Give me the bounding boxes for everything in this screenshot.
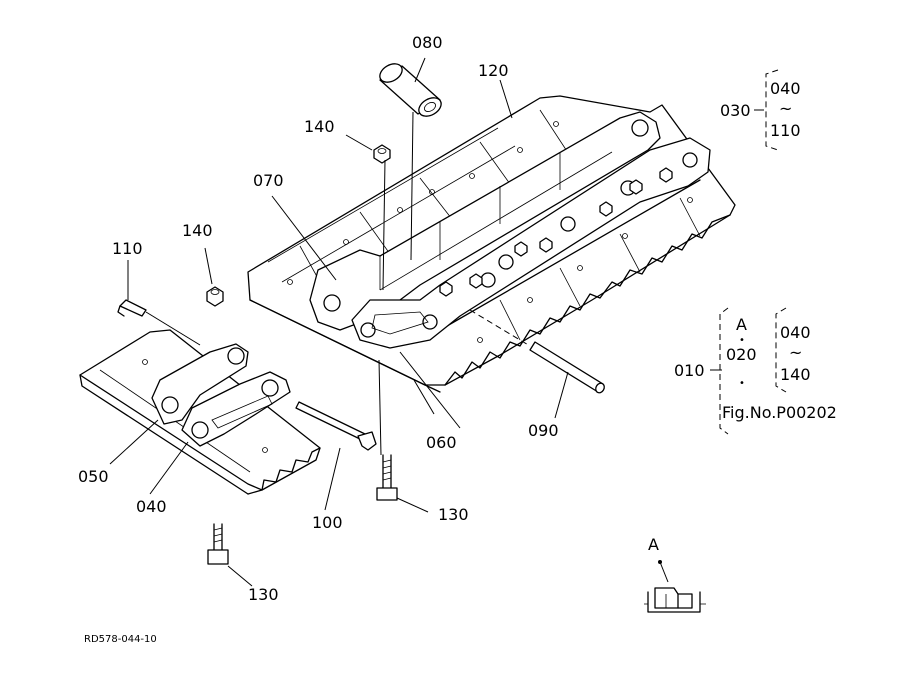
callout-030-from: 040 <box>770 79 801 98</box>
callout-010-dot1: • <box>739 335 745 346</box>
callout-010-020: 020 <box>726 345 757 364</box>
leader-lines <box>109 57 569 587</box>
callout-010-from: 040 <box>780 323 811 342</box>
pin-090 <box>469 309 605 394</box>
callout-010: 010 <box>674 361 705 380</box>
callout-110: 110 <box>112 239 143 258</box>
callout-140-lower: 140 <box>182 221 213 240</box>
bolt-130-left <box>207 523 229 565</box>
nut-140-upper <box>373 144 391 164</box>
callout-100: 100 <box>312 513 343 532</box>
figure-number: Fig.No.P00202 <box>722 403 837 422</box>
callout-030-tilde: ~ <box>779 99 792 118</box>
track-section-lower <box>79 286 377 495</box>
callout-090: 090 <box>528 421 559 440</box>
callout-070: 070 <box>253 171 284 190</box>
callout-010-dot2: • <box>739 378 745 389</box>
callout-030: 030 <box>720 101 751 120</box>
callout-010-to: 140 <box>780 365 811 384</box>
callout-labels: 080 120 140 070 140 110 030 040 ~ 110 01… <box>78 33 837 645</box>
callout-060: 060 <box>426 433 457 452</box>
callout-050: 050 <box>78 467 109 486</box>
callout-130-right: 130 <box>438 505 469 524</box>
callout-030-to: 110 <box>770 121 801 140</box>
callout-030-group <box>754 69 779 151</box>
detail-a-label: A <box>648 535 659 554</box>
detail-a-icon <box>644 560 706 613</box>
callout-080: 080 <box>412 33 443 52</box>
callout-130-left: 130 <box>248 585 279 604</box>
callout-040: 040 <box>136 497 167 516</box>
track-shoe-assembly <box>247 95 736 393</box>
callout-010-group <box>710 307 787 435</box>
callout-010-a: A <box>736 315 747 334</box>
bushing-080 <box>379 63 442 117</box>
callout-010-tilde: ~ <box>789 343 802 362</box>
drawing-code: RD578-044-10 <box>84 634 157 645</box>
bolt-130-right <box>376 454 398 501</box>
callout-120: 120 <box>478 61 509 80</box>
callout-140-upper: 140 <box>304 117 335 136</box>
